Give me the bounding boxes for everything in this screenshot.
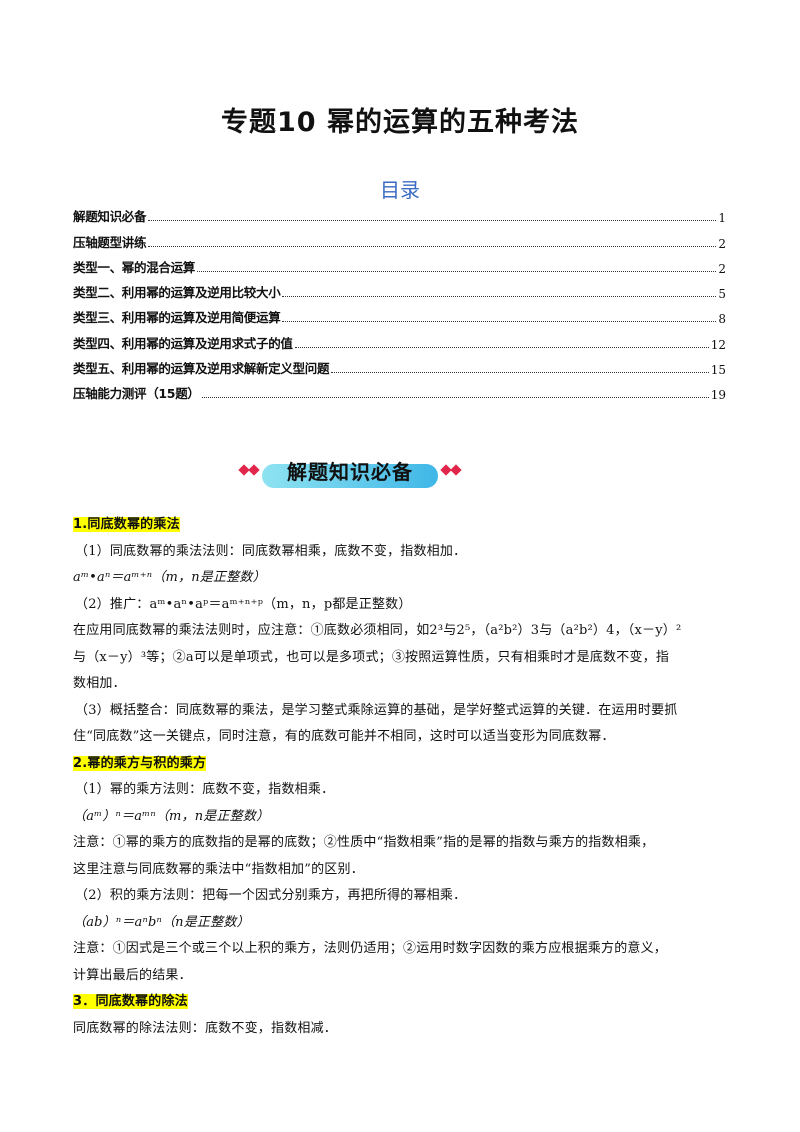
toc-item-label: 类型三、利用幂的运算及逆用简便运算 <box>73 310 281 326</box>
toc-item[interactable]: 类型四、利用幂的运算及逆用求式子的值 12 <box>73 326 726 352</box>
text-line: 在应用同底数幂的乘法法则时，应注意：①底数必须相同，如2³与2⁵，（a²b²）3… <box>73 623 682 638</box>
toc-item-page: 5 <box>718 287 726 302</box>
toc-item-page: 2 <box>718 261 726 276</box>
toc-item-page: 2 <box>718 236 726 251</box>
toc-item-label: 类型二、利用幂的运算及逆用比较大小 <box>73 285 281 301</box>
formula-line: aᵐ•aⁿ＝aᵐ⁺ⁿ（m，n是正整数） <box>73 570 266 585</box>
text-line: 计算出最后的结果． <box>73 967 192 983</box>
toc-item[interactable]: 类型五、利用幂的运算及逆用求解新定义型问题 15 <box>73 352 726 377</box>
text-line: （2）积的乘方法则：把每一个因式分别乘方，再把所得的幂相乘． <box>75 888 467 903</box>
text-line: （3）概括整合：同底数幂的乘法，是学习整式乘除运算的基础，是学好整式运算的关键．… <box>75 702 678 718</box>
text-line: （1）同底数幂的乘法法则：同底数幂相乘，底数不变，指数相加． <box>75 543 467 559</box>
text-line: 注意：①因式是三个或三个以上积的乘方，法则仍适用；②运用时数字因数的乘方应根据乘… <box>73 941 668 956</box>
toc-leader <box>197 270 717 272</box>
toc-leader <box>148 245 717 247</box>
formula-line: （aᵐ）ⁿ＝aᵐⁿ（m，n是正整数） <box>73 808 270 824</box>
toc-leader <box>331 372 709 374</box>
section-heading: 2.幂的乘方与积的乘方 <box>73 755 207 771</box>
toc-item[interactable]: 压轴题型讲练 2 <box>73 225 726 251</box>
toc-item-label: 压轴题型讲练 <box>73 234 147 250</box>
toc-item-page: 8 <box>718 312 726 327</box>
toc-item-page: 12 <box>710 337 726 352</box>
toc-leader <box>282 296 717 298</box>
toc-item-label: 压轴能力测评（15题） <box>73 386 200 402</box>
text-line: （2）推广：aᵐ•aⁿ•aᵖ＝aᵐ⁺ⁿ⁺ᵖ（m，n，p都是正整数） <box>75 596 412 612</box>
banner-title: 解题知识必备 <box>287 460 413 484</box>
toc-item-label: 类型五、利用幂的运算及逆用求解新定义型问题 <box>73 361 330 377</box>
toc-item-page: 19 <box>710 388 726 403</box>
toc-item[interactable]: 类型三、利用幂的运算及逆用简便运算 8 <box>73 301 726 326</box>
toc-item-label: 类型一、幂的混合运算 <box>73 259 196 275</box>
text-line: 这里注意与同底数幂的乘法中“指数相加”的区别． <box>73 861 364 877</box>
toc-item-page: 1 <box>718 211 726 226</box>
content-body: 1.同底数幂的乘法 （1）同底数幂的乘法法则：同底数幂相乘，底数不变，指数相加．… <box>73 512 728 1042</box>
formula-line: （ab）ⁿ＝aⁿbⁿ（n是正整数） <box>73 914 250 930</box>
toc-item-label: 类型四、利用幂的运算及逆用求式子的值 <box>73 335 293 351</box>
text-line: 同底数幂的除法法则：底数不变，指数相减． <box>73 1020 338 1036</box>
toc-leader <box>201 397 709 399</box>
text-line: 住“同底数”这一关键点，同时注意，有的底数可能并不相同，这时可以适当变形为同底数… <box>73 729 615 744</box>
toc-item[interactable]: 解题知识必备 1 <box>73 200 726 225</box>
toc-leader <box>294 346 709 348</box>
toc-leader <box>282 321 717 323</box>
banner-highlight-bar <box>262 464 438 488</box>
toc-item[interactable]: 类型一、幂的混合运算 2 <box>73 251 726 276</box>
toc-leader <box>148 220 717 222</box>
section-heading: 1.同底数幂的乘法 <box>73 517 180 532</box>
section-heading: 3．同底数幂的除法 <box>73 994 188 1009</box>
toc-item[interactable]: 类型二、利用幂的运算及逆用比较大小 5 <box>73 276 726 301</box>
toc-item[interactable]: 压轴能力测评（15题） 19 <box>73 377 726 402</box>
toc-item-page: 15 <box>710 363 726 378</box>
text-line: （1）幂的乘方法则：底数不变，指数相乘． <box>75 782 335 797</box>
page-title: 专题10 幂的运算的五种考法 <box>221 107 579 138</box>
toc-item-label: 解题知识必备 <box>73 209 147 225</box>
text-line: 与（x－y）³等；②a可以是单项式，也可以是多项式；③按照运算性质，只有相乘时才… <box>73 649 670 665</box>
text-line: 数相加． <box>73 676 126 691</box>
section-banner: 解题知识必备 <box>232 452 468 494</box>
toc-heading: 目录 <box>380 178 420 202</box>
table-of-contents: 解题知识必备 1 压轴题型讲练 2 类型一、幂的混合运算 2 类型二、利用幂的运算及逆… <box>73 200 726 402</box>
text-line: 注意：①幂的乘方的底数指的是幂的底数；②性质中“指数相乘”指的是幂的指数与乘方的… <box>73 835 655 850</box>
